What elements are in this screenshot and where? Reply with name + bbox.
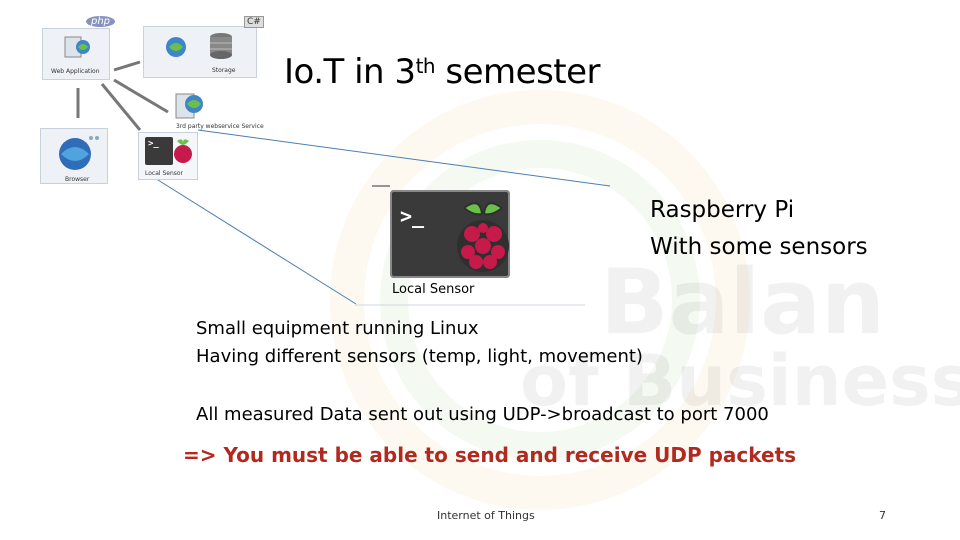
slide-title: Io.T in 3th semester <box>284 52 601 92</box>
terminal-prompt: >_ <box>400 204 425 228</box>
database-icon <box>210 33 232 59</box>
local-sensor-box: >_ Local Sensor <box>138 132 198 180</box>
storage-box: Storage <box>143 26 257 78</box>
php-badge: php <box>86 16 116 27</box>
browser-box: Browser <box>40 128 108 184</box>
title-rest: semester <box>435 52 601 92</box>
browser-caption: Browser <box>65 176 90 183</box>
server-icon <box>64 36 90 58</box>
browser-globe-icon <box>59 136 99 170</box>
globe-icon <box>166 37 186 57</box>
local-sensor-caption: Local Sensor <box>145 170 184 177</box>
storage-caption: Storage <box>212 67 236 74</box>
third-party-service-icon <box>175 93 203 119</box>
csharp-badge: C# <box>244 16 264 28</box>
mini-raspberry-icon <box>174 139 192 163</box>
emphasis-statement: => You must be able to send and receive … <box>183 443 797 467</box>
third-party-caption: 3rd party webservice Service <box>176 123 264 130</box>
title-main: Io.T in 3 <box>284 52 416 92</box>
watermark-text-1: Balan <box>600 250 885 355</box>
raspberry-pi-logo-icon <box>457 202 509 272</box>
local-sensor-label: Local Sensor <box>392 282 475 297</box>
watermark-text-2: of Business <box>520 340 960 422</box>
footer-title: Internet of Things <box>437 509 535 522</box>
bullet-equipment: Small equipment running Linux <box>196 318 479 339</box>
title-superscript: th <box>415 54 436 78</box>
mini-prompt: >_ <box>148 139 159 149</box>
pi-heading-line2: With some sensors <box>650 234 868 260</box>
web-application-box: Web Application <box>42 28 110 80</box>
bullet-sensors: Having different sensors (temp, light, m… <box>196 346 643 367</box>
page-number: 7 <box>879 509 886 522</box>
bullet-broadcast: All measured Data sent out using UDP->br… <box>196 404 769 425</box>
mini-terminal <box>145 137 173 165</box>
pi-heading-line1: Raspberry Pi <box>650 197 795 223</box>
web-app-caption: Web Application <box>51 68 100 75</box>
